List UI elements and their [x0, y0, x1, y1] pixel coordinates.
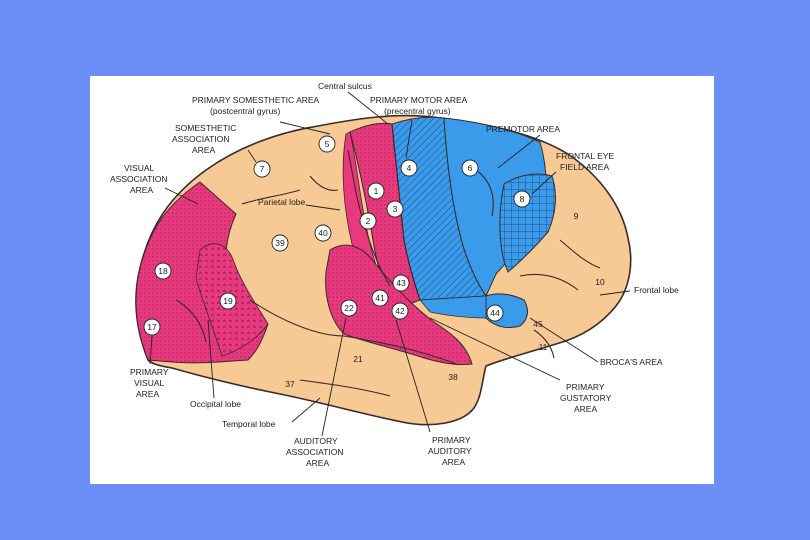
label-temporal-lobe: Temporal lobe [222, 419, 276, 429]
label-auditory-assoc-2: ASSOCIATION [286, 447, 343, 457]
area-22: 22 [344, 303, 354, 313]
area-8: 8 [520, 194, 525, 204]
motor-lower-band [419, 295, 487, 319]
area-39: 39 [275, 238, 285, 248]
label-somesthetic-3: AREA [192, 145, 215, 155]
label-primary-motor: PRIMARY MOTOR AREA [370, 95, 468, 105]
label-visual-assoc-2: ASSOCIATION [110, 174, 167, 184]
label-occipital-lobe: Occipital lobe [190, 399, 241, 409]
label-frontal-eye-2: FIELD AREA [560, 162, 609, 172]
label-postcentral: (postcentral gyrus) [210, 106, 281, 116]
area-4: 4 [407, 163, 412, 173]
labels: Central sulcus PRIMARY SOMESTHETIC AREA … [110, 81, 679, 468]
label-precentral: (precentral gyrus) [384, 106, 451, 116]
label-visual-assoc-1: VISUAL [124, 163, 155, 173]
area-5: 5 [325, 139, 330, 149]
label-frontal-eye-1: FRONTAL EYE [556, 151, 614, 161]
leader-lines [149, 91, 631, 437]
area-6: 6 [468, 163, 473, 173]
label-parietal-lobe: Parietal lobe [258, 197, 306, 207]
label-primary-visual-2: VISUAL [134, 378, 165, 388]
area-38: 38 [448, 372, 458, 382]
area-45: 45 [533, 319, 543, 329]
label-primary-auditory-2: AUDITORY [428, 446, 472, 456]
label-somesthetic-2: ASSOCIATION [172, 134, 229, 144]
area-markers [143, 135, 531, 336]
label-premotor: PREMOTOR AREA [486, 124, 560, 134]
area-41: 41 [375, 293, 385, 303]
area-7: 7 [260, 164, 265, 174]
area-2: 2 [366, 216, 371, 226]
label-gustatory-2: GUSTATORY [560, 393, 612, 403]
area-42: 42 [395, 306, 405, 316]
sulci [175, 123, 601, 397]
label-somesthetic-1: SOMESTHETIC [175, 123, 236, 133]
area-40: 40 [318, 228, 328, 238]
label-gustatory-1: PRIMARY [566, 382, 605, 392]
area-10: 10 [595, 277, 605, 287]
area-37: 37 [285, 379, 295, 389]
area-17: 17 [147, 322, 157, 332]
area-numbers: 5 7 4 6 1 3 2 8 40 39 18 43 41 19 22 42 … [147, 139, 605, 389]
label-visual-assoc-3: AREA [130, 185, 153, 195]
label-primary-auditory-1: PRIMARY [432, 435, 471, 445]
label-brocas: BROCA'S AREA [600, 357, 663, 367]
area-44: 44 [490, 308, 500, 318]
label-primary-auditory-3: AREA [442, 457, 465, 467]
area-18: 18 [158, 266, 168, 276]
label-primary-visual-3: AREA [136, 389, 159, 399]
area-3: 3 [393, 204, 398, 214]
label-primary-somesthetic: PRIMARY SOMESTHETIC AREA [192, 95, 320, 105]
label-auditory-assoc-3: AREA [306, 458, 329, 468]
label-auditory-assoc-1: AUDITORY [294, 436, 338, 446]
area-43: 43 [396, 278, 406, 288]
area-19: 19 [223, 296, 233, 306]
area-9: 9 [574, 211, 579, 221]
label-gustatory-3: AREA [574, 404, 597, 414]
area-21: 21 [353, 354, 363, 364]
area-11: 11 [539, 342, 548, 352]
label-central-sulcus: Central sulcus [318, 81, 372, 91]
area-1: 1 [374, 186, 379, 196]
label-primary-visual-1: PRIMARY [130, 367, 169, 377]
label-frontal-lobe: Frontal lobe [634, 285, 679, 295]
